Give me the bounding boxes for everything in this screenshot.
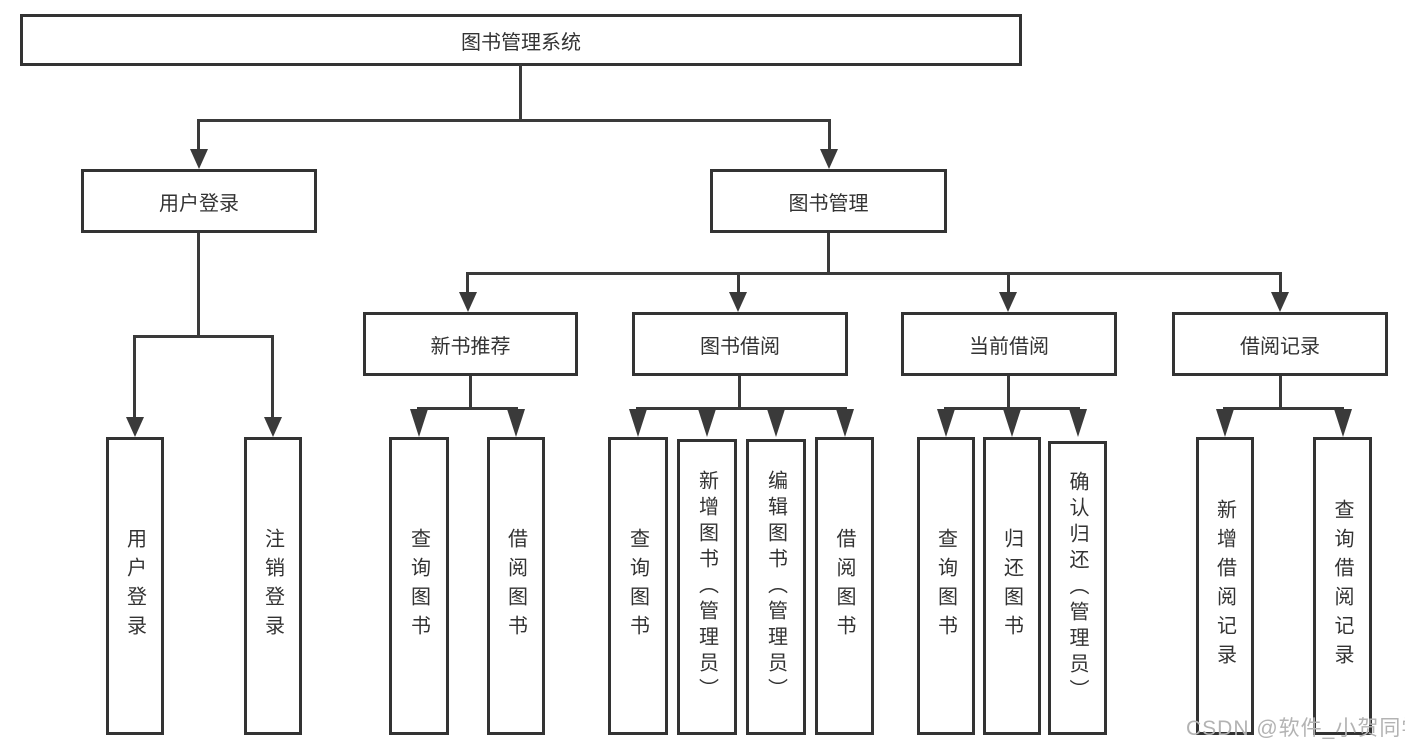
arrow-to-leaf-query-book-1 xyxy=(410,409,428,437)
arrow-to-leaf-query-book-3 xyxy=(937,409,955,437)
connector-drop-book-mgmt xyxy=(828,119,831,151)
leaf-add-book-label: 新增图书（管理员） xyxy=(695,470,718,704)
connector-user-login-trunk xyxy=(197,233,200,338)
connector-drop-user-login xyxy=(197,119,200,151)
leaf-query-book-2: 查询图书 xyxy=(608,437,668,735)
leaf-edit-book: 编辑图书（管理员） xyxy=(746,439,806,735)
node-book-borrow-label: 图书借阅 xyxy=(700,335,780,358)
leaf-borrow-book-2-label: 借阅图书 xyxy=(833,528,855,644)
connector-borrow-record-trunk xyxy=(1279,376,1282,409)
csdn-watermark: CSDN @软件_小贺同学 xyxy=(1186,717,1405,740)
node-book-mgmt: 图书管理 xyxy=(710,169,947,233)
connector-drop-new-book-rec xyxy=(466,272,469,293)
connector-level2-split xyxy=(197,119,831,122)
connector-borrow-record-split xyxy=(1223,407,1344,410)
leaf-logout-label: 注销登录 xyxy=(261,528,284,644)
leaf-add-record-label: 新增借阅记录 xyxy=(1213,499,1236,673)
leaf-user-login: 用户登录 xyxy=(106,437,164,735)
node-current-borrow: 当前借阅 xyxy=(901,312,1117,376)
arrow-to-leaf-add-book xyxy=(698,409,716,437)
connector-user-login-split xyxy=(133,335,274,338)
connector-drop-borrow-record xyxy=(1279,272,1282,293)
leaf-query-book-3: 查询图书 xyxy=(917,437,975,735)
connector-drop-leaf-user-login xyxy=(133,335,136,417)
leaf-logout: 注销登录 xyxy=(244,437,302,735)
arrow-to-leaf-confirm-return xyxy=(1069,409,1087,437)
arrow-to-leaf-user-login xyxy=(126,417,144,437)
node-new-book-rec: 新书推荐 xyxy=(363,312,578,376)
node-root-label: 图书管理系统 xyxy=(461,31,581,54)
arrow-to-book-borrow xyxy=(729,292,747,312)
connector-new-book-rec-split xyxy=(417,407,518,410)
arrow-to-current-borrow xyxy=(999,292,1017,312)
leaf-query-book-1: 查询图书 xyxy=(389,437,449,735)
leaf-borrow-book-2: 借阅图书 xyxy=(815,437,874,735)
node-user-login-label: 用户登录 xyxy=(159,192,239,215)
leaf-query-record-label: 查询借阅记录 xyxy=(1331,499,1353,673)
connector-new-book-rec-trunk xyxy=(469,376,472,409)
arrow-to-leaf-borrow-book-2 xyxy=(836,409,854,437)
leaf-return-book: 归还图书 xyxy=(983,437,1041,735)
leaf-edit-book-label: 编辑图书（管理员） xyxy=(764,470,787,704)
leaf-query-record: 查询借阅记录 xyxy=(1313,437,1372,735)
leaf-return-book-label: 归还图书 xyxy=(1000,528,1023,644)
node-book-mgmt-label: 图书管理 xyxy=(788,192,869,215)
connector-drop-book-borrow xyxy=(737,272,740,293)
leaf-borrow-book-1: 借阅图书 xyxy=(487,437,545,735)
arrow-to-leaf-return-book xyxy=(1003,409,1021,437)
arrow-to-user-login xyxy=(190,149,208,169)
arrow-to-leaf-add-record xyxy=(1216,409,1234,437)
node-book-borrow: 图书借阅 xyxy=(632,312,848,376)
connector-drop-leaf-logout xyxy=(271,335,274,417)
arrow-to-borrow-record xyxy=(1271,292,1289,312)
leaf-borrow-book-1-label: 借阅图书 xyxy=(504,528,527,644)
arrow-to-leaf-edit-book xyxy=(767,409,785,437)
leaf-add-record: 新增借阅记录 xyxy=(1196,437,1254,735)
arrow-to-book-mgmt xyxy=(820,149,838,169)
connector-current-borrow-trunk xyxy=(1007,376,1010,409)
connector-current-borrow-split xyxy=(944,407,1080,410)
connector-drop-current-borrow xyxy=(1007,272,1010,293)
node-new-book-rec-label: 新书推荐 xyxy=(430,335,511,358)
node-root: 图书管理系统 xyxy=(20,14,1022,66)
arrow-to-leaf-query-record xyxy=(1334,409,1352,437)
arrow-to-new-book-rec xyxy=(459,292,477,312)
leaf-query-book-2-label: 查询图书 xyxy=(626,528,649,644)
node-borrow-record: 借阅记录 xyxy=(1172,312,1388,376)
leaf-confirm-return: 确认归还（管理员） xyxy=(1048,441,1107,735)
node-borrow-record-label: 借阅记录 xyxy=(1240,335,1320,358)
connector-level3-split xyxy=(466,272,1282,275)
leaf-query-book-1-label: 查询图书 xyxy=(407,528,430,644)
connector-root-trunk xyxy=(519,64,522,121)
leaf-user-login-label: 用户登录 xyxy=(123,528,146,644)
leaf-query-book-3-label: 查询图书 xyxy=(934,528,957,644)
node-user-login: 用户登录 xyxy=(81,169,317,233)
connector-book-borrow-trunk xyxy=(738,376,741,409)
leaf-add-book: 新增图书（管理员） xyxy=(677,439,737,735)
arrow-to-leaf-borrow-book-1 xyxy=(507,409,525,437)
leaf-confirm-return-label: 确认归还（管理员） xyxy=(1066,471,1088,705)
arrow-to-leaf-logout xyxy=(264,417,282,437)
connector-book-mgmt-trunk xyxy=(827,233,830,275)
node-current-borrow-label: 当前借阅 xyxy=(969,335,1049,358)
arrow-to-leaf-query-book-2 xyxy=(629,409,647,437)
connector-book-borrow-split xyxy=(636,407,847,410)
